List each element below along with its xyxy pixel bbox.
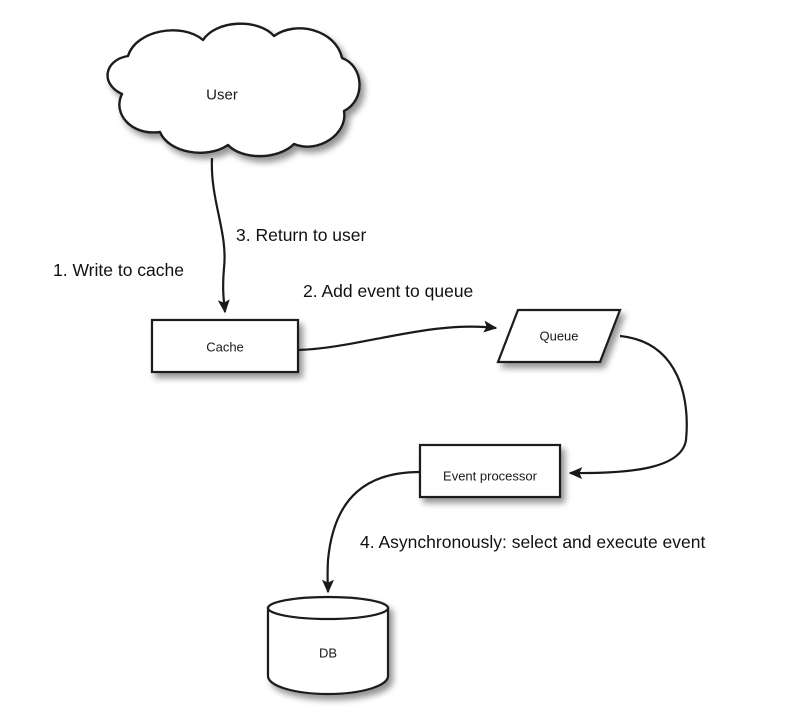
node-label-user: User xyxy=(206,86,238,104)
node-cache xyxy=(150,318,300,374)
node-label-db: DB xyxy=(318,645,338,661)
step-label-3: 3. Return to user xyxy=(236,225,367,245)
node-event-processor xyxy=(418,443,562,499)
node-label-cache: Cache xyxy=(206,339,244,355)
step-label-1: 1. Write to cache xyxy=(53,260,184,280)
step-label-4: 4. Asynchronously: select and execute ev… xyxy=(360,532,706,552)
edge-cache-to-queue xyxy=(297,320,498,352)
edge-user-to-cache xyxy=(210,157,230,314)
step-label-2: 2. Add event to queue xyxy=(303,281,474,301)
edge-queue-to-event-processor xyxy=(568,334,688,480)
node-queue xyxy=(496,308,622,364)
edge-event-processor-to-db xyxy=(321,470,421,594)
node-user xyxy=(106,22,361,158)
node-label-event-processor: Event processor xyxy=(443,468,537,484)
node-db xyxy=(266,595,390,696)
node-label-queue: Queue xyxy=(539,328,579,344)
